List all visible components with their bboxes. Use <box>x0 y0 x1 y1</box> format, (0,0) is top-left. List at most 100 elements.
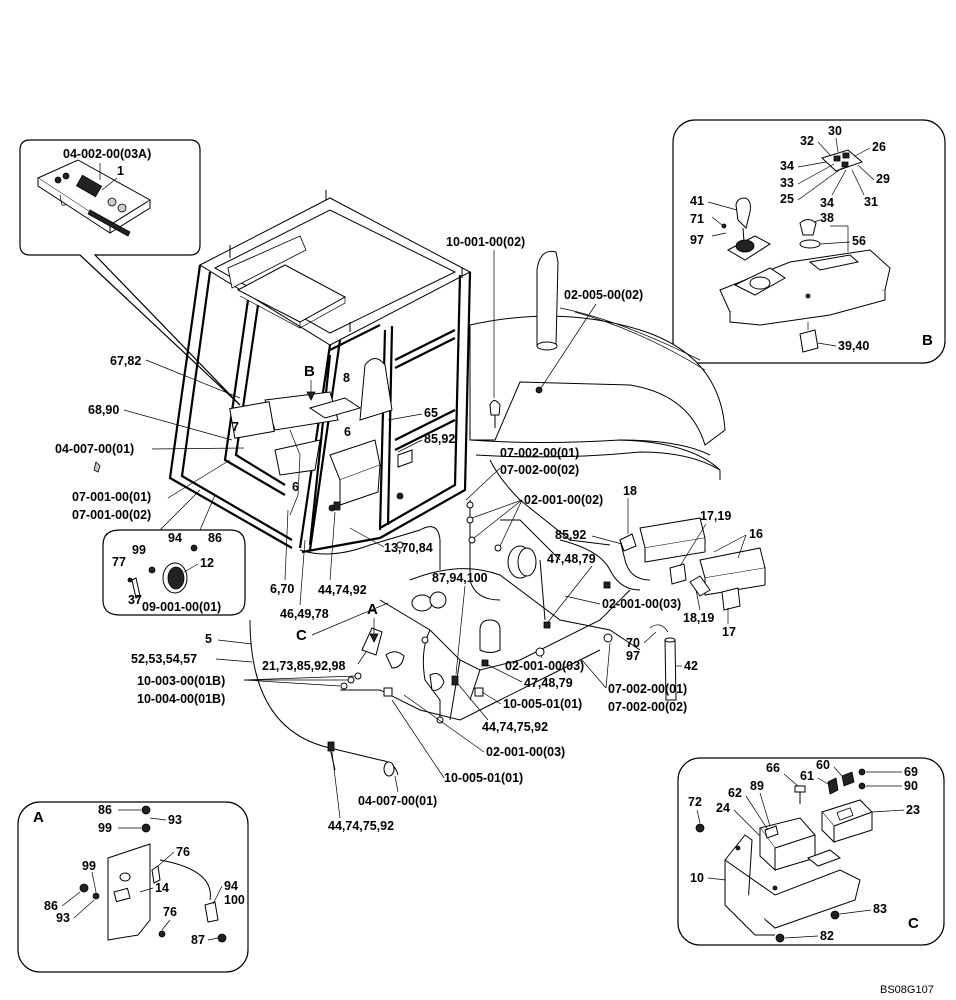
fender-assembly <box>469 250 726 480</box>
label-6-70: 6,70 <box>270 582 294 596</box>
b-label-34a: 34 <box>780 159 794 173</box>
b-label-26: 26 <box>872 140 886 154</box>
inset-wiper: 94 86 99 77 12 37 09-001-00(01) <box>102 489 246 616</box>
detail-b-letter: B <box>922 332 933 349</box>
label-6a: 6 <box>292 480 299 494</box>
a-label-99: 99 <box>98 821 112 835</box>
label-8: 8 <box>343 371 350 385</box>
reference-codes: 10-001-00(02) 02-005-00(02) 04-007-00(01… <box>55 235 687 808</box>
label-17-19: 17,19 <box>700 509 731 523</box>
b-label-30: 30 <box>828 124 842 138</box>
wiper-label-86: 86 <box>208 531 222 545</box>
c-label-60: 60 <box>816 758 830 772</box>
c-label-10: 10 <box>690 871 704 885</box>
inset-item: 1 <box>117 164 124 178</box>
a-label-93: 93 <box>168 813 182 827</box>
a-label-100: 100 <box>224 893 245 907</box>
c-label-90: 90 <box>904 779 918 793</box>
control-panel-part <box>36 159 151 237</box>
code-07-001b: 07-001-00(02) <box>72 508 151 522</box>
label-85-92b: 85,92 <box>555 528 586 542</box>
c-label-24: 24 <box>716 801 730 815</box>
label-47-48-79a: 47,48,79 <box>547 552 596 566</box>
label-44-74-75-92a: 44,74,75,92 <box>482 720 548 734</box>
inset-code: 04-002-00(03A) <box>63 147 151 161</box>
code-04-007b: 04-007-00(01) <box>358 794 437 808</box>
a-label-87: 87 <box>191 933 205 947</box>
label-44-74-75-92b: 44,74,75,92 <box>328 819 394 833</box>
wiper-code: 09-001-00(01) <box>142 600 221 614</box>
wiper-label-12: 12 <box>200 556 214 570</box>
c-label-83: 83 <box>873 902 887 916</box>
code-02-001a: 02-001-00(02) <box>524 493 603 507</box>
label-18-19: 18,19 <box>683 611 714 625</box>
label-97: 97 <box>626 649 640 663</box>
a-label-94: 94 <box>224 879 238 893</box>
view-callouts: B A C <box>296 363 389 644</box>
label-87-94-100: 87,94,100 <box>432 571 488 585</box>
code-07-002a: 07-002-00(01) <box>500 446 579 460</box>
label-5: 5 <box>205 632 212 646</box>
b-label-31: 31 <box>864 195 878 209</box>
a-label-14: 14 <box>155 881 169 895</box>
label-6b: 6 <box>344 425 351 439</box>
c-label-89: 89 <box>750 779 764 793</box>
label-7: 7 <box>232 420 239 434</box>
code-10-004: 10-004-00(01B) <box>137 692 225 706</box>
code-07-002c: 07-002-00(01) <box>608 682 687 696</box>
code-10-005b: 10-005-01(01) <box>444 771 523 785</box>
a-label-86b: 86 <box>44 899 58 913</box>
label-65: 65 <box>424 406 438 420</box>
detail-c-letter: C <box>908 915 919 932</box>
code-02-001d: 02-001-00(03) <box>486 745 565 759</box>
wiper-label-37: 37 <box>128 593 142 607</box>
label-16: 16 <box>749 527 763 541</box>
c-label-72: 72 <box>688 795 702 809</box>
b-label-34b: 34 <box>820 196 834 210</box>
b-label-39-40: 39,40 <box>838 339 869 353</box>
code-02-005: 02-005-00(02) <box>564 288 643 302</box>
c-label-62: 62 <box>728 786 742 800</box>
b-label-29: 29 <box>876 172 890 186</box>
code-10-001: 10-001-00(02) <box>446 235 525 249</box>
label-67-82: 67,82 <box>110 354 141 368</box>
callout-b: B <box>304 363 315 380</box>
a-label-99b: 99 <box>82 859 96 873</box>
detail-view-a: A 86 93 99 76 14 94 100 99 86 93 76 87 <box>17 801 249 973</box>
c-label-82: 82 <box>820 929 834 943</box>
code-04-007a: 04-007-00(01) <box>55 442 134 456</box>
code-07-001a: 07-001-00(01) <box>72 490 151 504</box>
wiring-harness <box>249 459 766 777</box>
c-label-61: 61 <box>800 769 814 783</box>
inset-control-panel: 04-002-00(03A) 1 <box>19 139 241 406</box>
a-label-76a: 76 <box>176 845 190 859</box>
a-label-93b: 93 <box>56 911 70 925</box>
code-02-001c: 02-001-00(03) <box>505 659 584 673</box>
code-07-002b: 07-002-00(02) <box>500 463 579 477</box>
label-21-98: 21,73,85,92,98 <box>262 659 345 673</box>
label-52-57: 52,53,54,57 <box>131 652 197 666</box>
code-10-005a: 10-005-01(01) <box>503 697 582 711</box>
c-label-69: 69 <box>904 765 918 779</box>
label-17: 17 <box>722 625 736 639</box>
b-label-71: 71 <box>690 212 704 226</box>
code-10-003: 10-003-00(01B) <box>137 674 225 688</box>
b-label-97: 97 <box>690 233 704 247</box>
label-70: 70 <box>626 636 640 650</box>
cab-assembly <box>168 190 472 554</box>
label-18: 18 <box>623 484 637 498</box>
b-label-38: 38 <box>820 211 834 225</box>
b-label-56: 56 <box>852 234 866 248</box>
detail-a-letter: A <box>33 809 44 826</box>
b-label-41: 41 <box>690 194 704 208</box>
b-label-25: 25 <box>780 192 794 206</box>
c-label-23: 23 <box>906 803 920 817</box>
label-42: 42 <box>684 659 698 673</box>
a-label-86: 86 <box>98 803 112 817</box>
label-68-90: 68,90 <box>88 403 119 417</box>
drawing-code: BS08G107 <box>880 984 934 996</box>
callout-c: C <box>296 627 307 644</box>
label-47-48-79b: 47,48,79 <box>524 676 573 690</box>
main-labels: 67,82 68,90 7 6 8 65 6 85,92 6,70 46,49,… <box>88 354 763 833</box>
